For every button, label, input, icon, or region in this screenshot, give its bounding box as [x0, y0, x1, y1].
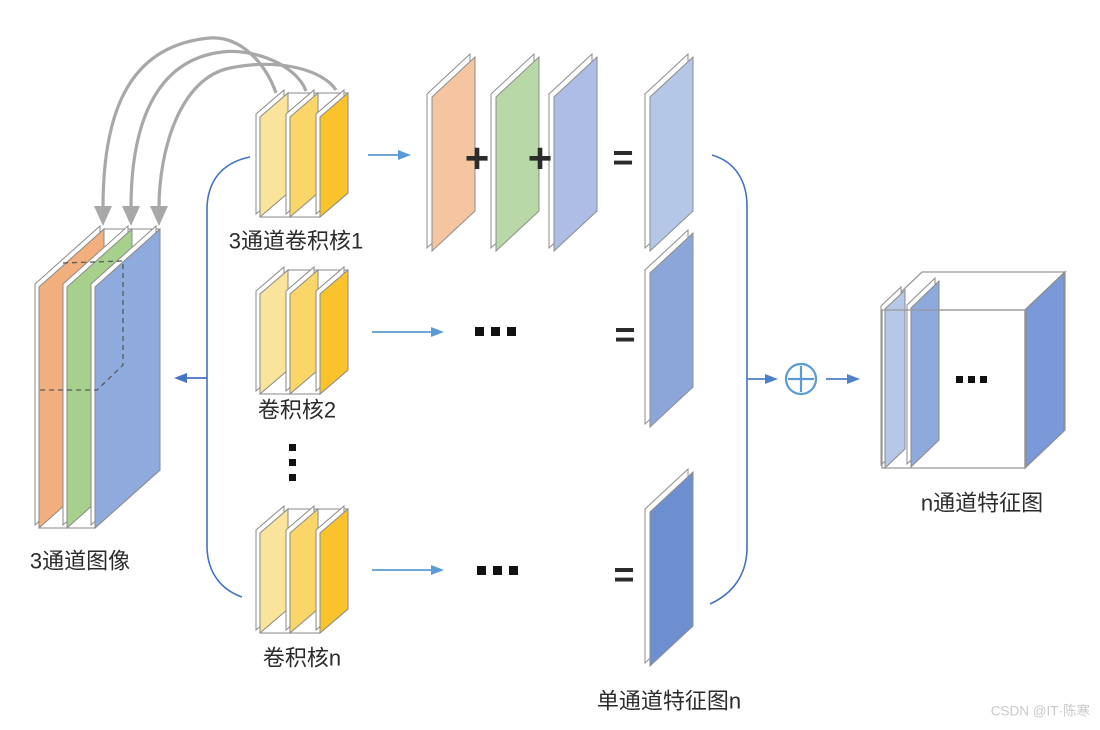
row1-orange-sheet [431, 55, 476, 253]
box-channel-slab-2 [910, 279, 940, 469]
box-channel-slab-1 [884, 288, 906, 470]
vertical-ellipsis-icon [289, 444, 296, 481]
row2-ellipsis-icon [475, 327, 516, 336]
gray-arrowhead-2 [122, 206, 140, 226]
circle-plus-icon [784, 362, 818, 396]
gray-arrowhead-3 [150, 206, 168, 226]
row1-green-sheet [495, 55, 540, 253]
kernel-1-label: 3通道卷积核1 [229, 229, 363, 254]
row2-arrow-head [431, 327, 444, 337]
single-channel-feature-map-label: 单通道特征图n [597, 689, 741, 714]
gray-curve-arrow-3 [157, 62, 338, 209]
arrow-to-input-head [174, 373, 187, 383]
box-ellipsis-icon [956, 376, 987, 383]
plus-operator-1: + [465, 135, 490, 182]
gray-arrowhead-1 [94, 206, 112, 226]
row1-result-sheet [649, 55, 694, 253]
output-feature-map-box [880, 270, 1067, 470]
kernel-n-slice-3 [319, 507, 349, 635]
row-arrows [368, 150, 444, 575]
row3-result [644, 467, 694, 668]
input-image-channel-blue [94, 227, 161, 530]
row1-blue-sheet [553, 55, 598, 253]
kernel-to-image-arrows [94, 36, 338, 226]
kernel-1 [255, 88, 349, 219]
row2-result [644, 228, 694, 429]
watermark-text: CSDN @IT·陈寒 [991, 703, 1091, 719]
row3-result-sheet [649, 470, 694, 668]
row1-channel-sheets [426, 52, 694, 253]
plus-operator-2: + [528, 135, 553, 182]
input-image [34, 224, 161, 530]
kernels-group-brace-left [174, 156, 251, 598]
left-brace [206, 156, 251, 598]
oplus-to-output-head [847, 374, 860, 384]
brace-to-oplus-head [765, 374, 778, 384]
row1-arrow-head [398, 150, 411, 160]
results-group-brace-right [709, 154, 860, 605]
equals-operator-3: = [613, 554, 634, 595]
kernel-2 [255, 265, 349, 396]
kernel-n-label: 卷积核n [263, 646, 341, 671]
right-brace [709, 154, 748, 605]
kernel-2-slice-3 [319, 268, 349, 396]
equals-operator-2: = [614, 314, 635, 355]
kernel-1-slice-3 [319, 91, 349, 219]
box-front-face [881, 309, 1026, 469]
receptive-field-dashed-box [38, 260, 124, 391]
equals-operator-1: = [612, 137, 633, 178]
kernel-2-label: 卷积核2 [258, 398, 336, 423]
input-image-label: 3通道图像 [30, 549, 130, 574]
box-last-channel-slab [1025, 271, 1065, 469]
gray-curve-arrow-1 [101, 36, 278, 209]
multi-channel-feature-map-label: n通道特征图 [921, 491, 1043, 516]
row3-arrow-head [431, 565, 444, 575]
row2-result-sheet [649, 231, 694, 429]
kernel-n [255, 504, 349, 635]
row3-ellipsis-icon [477, 566, 518, 575]
